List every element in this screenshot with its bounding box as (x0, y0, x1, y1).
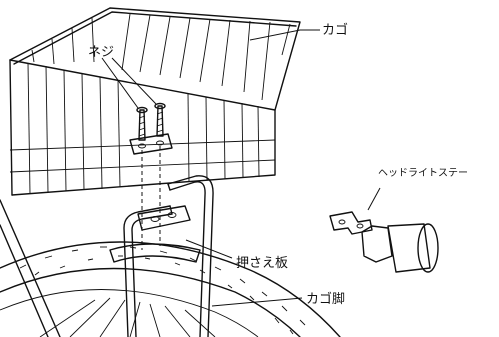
screw-icon (136, 102, 166, 141)
label-basket: カゴ (322, 22, 348, 38)
basket-wires (9, 13, 291, 195)
press-plate-lower (137, 205, 191, 231)
headlight-icon (361, 223, 439, 273)
headlight-stay (329, 211, 373, 235)
front-wheel (0, 241, 341, 337)
basket (9, 7, 301, 196)
press-plate-upper (129, 133, 173, 155)
label-headlight-stay: ヘッドライトステー (378, 167, 468, 179)
label-basket-leg: カゴ脚 (306, 291, 345, 307)
label-screw: ネジ (88, 45, 114, 60)
fender (109, 243, 201, 263)
label-press-plate: 押さえ板 (236, 256, 288, 271)
assembly-dashes (141, 146, 161, 250)
tire-tread (19, 246, 306, 335)
leader-lines (101, 29, 381, 307)
front-fork (0, 199, 61, 337)
